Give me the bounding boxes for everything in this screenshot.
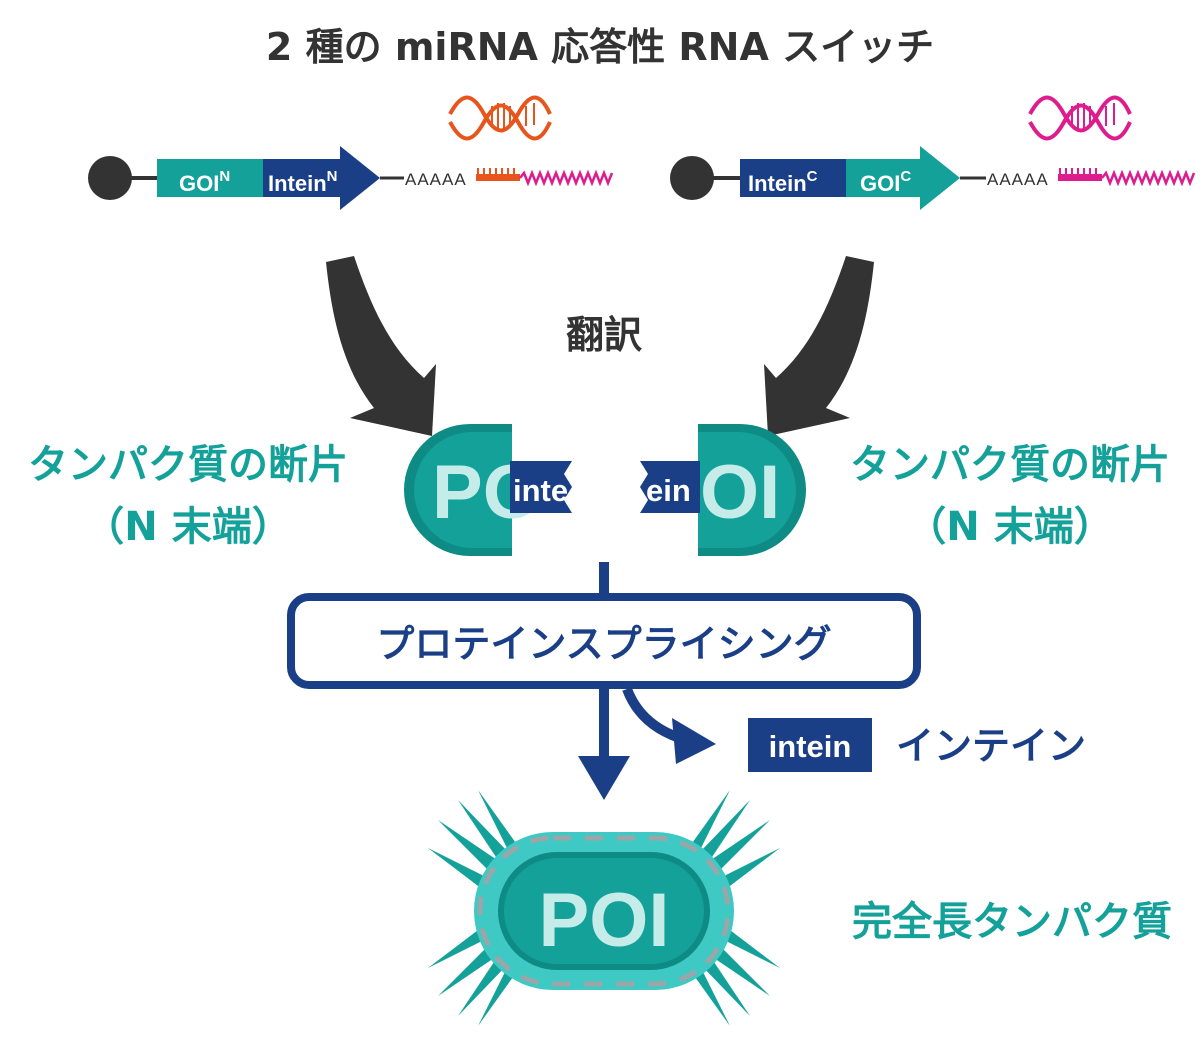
splicing-down-arrow-icon (578, 756, 630, 800)
fragment-right-label-line1: タンパク質の断片 (850, 442, 1170, 488)
left-construct: GOIN InteinN AAAAA (88, 95, 614, 210)
polya-tail-left: AAAAA (405, 170, 467, 189)
translation-arrow-left (326, 256, 436, 436)
polya-tail-right: AAAAA (987, 170, 1049, 189)
intein-n-piece (510, 461, 572, 513)
rna-tail-right (1101, 169, 1196, 187)
goi-n-segment (157, 159, 263, 197)
intein-box-text: intein (769, 729, 852, 764)
mirna-helix-magenta-icon (1028, 95, 1132, 141)
intein-c-label: InteinC (748, 168, 818, 196)
intein-label: インテイン (896, 724, 1086, 768)
intein-n-piece-text: inte (513, 473, 568, 508)
fragment-left-label-line2: （N 末端） (84, 504, 291, 550)
mirna-helix-orange-icon (448, 95, 552, 141)
goi-c-arrow (846, 146, 960, 210)
fragment-right-label-line2: （N 末端） (906, 504, 1113, 550)
poi-text: POI (539, 878, 670, 963)
cap-icon (670, 156, 714, 200)
fragment-c-text: OI (700, 450, 780, 535)
intein-release-arrow-icon (672, 718, 716, 764)
right-construct: InteinC GOIC AAAAA (670, 95, 1196, 210)
intein-n-arrow (263, 146, 380, 210)
burst-rays-icon (428, 790, 780, 1026)
cap-icon (88, 156, 132, 200)
fragment-left-label-line1: タンパク質の断片 (28, 442, 348, 488)
intein-n-label: InteinN (268, 168, 338, 196)
intein-c-piece (640, 461, 700, 513)
protein-fragment-n: PO inte (404, 424, 572, 556)
intein-c-segment (740, 159, 846, 197)
diagram-title: 2 種の miRNA 応答性 RNA スイッチ (266, 25, 934, 69)
rna-tail-left (519, 169, 614, 187)
intein-c-piece-text: ein (646, 473, 691, 508)
goi-n-label: GOIN (179, 168, 230, 196)
translation-arrow-right (764, 256, 874, 436)
splicing-label: プロテインスプライシング (376, 622, 831, 666)
splicing-box (287, 593, 921, 689)
full-length-label: 完全長タンパク質 (852, 899, 1172, 945)
intein-box (748, 718, 872, 772)
translation-label: 翻訳 (566, 313, 642, 357)
protein-fragment-c: OI ein (640, 424, 806, 556)
goi-c-label: GOIC (860, 168, 911, 196)
